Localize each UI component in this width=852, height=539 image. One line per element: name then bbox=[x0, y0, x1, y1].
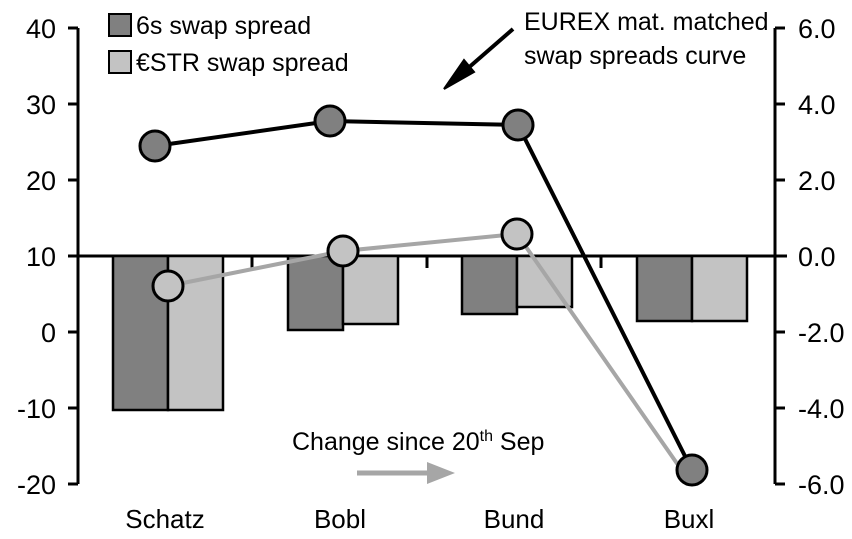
cat-label-buxl: Buxl bbox=[664, 504, 715, 534]
right-axis-label-4: 4.0 bbox=[798, 90, 836, 120]
legend-item-6s[interactable]: 6s swap spread bbox=[108, 12, 311, 40]
right-axis: 6.0 4.0 2.0 0.0 -2.0 -4.0 -6.0 bbox=[773, 14, 845, 500]
left-axis-label-10: 10 bbox=[26, 242, 56, 272]
legend-swatch-6s-icon bbox=[108, 13, 132, 37]
left-axis-label-neg10: -10 bbox=[17, 394, 56, 424]
left-axis-label-neg20: -20 bbox=[17, 470, 56, 500]
right-axis-label-0: 0.0 bbox=[798, 242, 836, 272]
change-since-text-before: Change since 20 bbox=[292, 428, 480, 456]
legend-item-estr[interactable]: €STR swap spread bbox=[108, 49, 349, 77]
marker-eurex-buxl[interactable] bbox=[675, 453, 709, 487]
bar-estr-buxl[interactable] bbox=[690, 254, 749, 323]
eurex-callout-arrow-icon bbox=[443, 27, 515, 90]
change-since-text: Change since 20th Sep bbox=[292, 428, 544, 456]
legend-label-estr: €STR swap spread bbox=[136, 49, 349, 77]
eurex-curve-line[interactable] bbox=[154, 118, 694, 471]
right-axis-label-2: 2.0 bbox=[798, 166, 836, 196]
left-axis: 40 30 20 10 0 -10 -20 bbox=[17, 14, 80, 500]
left-axis-label-40: 40 bbox=[26, 14, 56, 44]
bar-6s-bobl[interactable] bbox=[286, 254, 345, 332]
right-axis-label-neg4: -4.0 bbox=[798, 394, 845, 424]
bar-6s-bund[interactable] bbox=[460, 254, 519, 316]
cat-label-schatz: Schatz bbox=[125, 504, 205, 534]
bar-estr-bobl[interactable] bbox=[341, 254, 400, 326]
eurex-curve-markers bbox=[138, 104, 709, 487]
bar-group-bobl bbox=[286, 254, 400, 332]
marker-change-bund[interactable] bbox=[500, 217, 534, 251]
category-labels: Schatz Bobl Bund Buxl bbox=[125, 504, 714, 534]
left-axis-label-20: 20 bbox=[26, 166, 56, 196]
legend-swatch-estr-icon bbox=[108, 50, 132, 74]
cat-label-bund: Bund bbox=[484, 504, 545, 534]
change-since-superscript: th bbox=[480, 428, 493, 445]
marker-eurex-schatz[interactable] bbox=[138, 129, 172, 163]
eurex-callout-annotation: EUREX mat. matched swap spreads curve bbox=[443, 8, 769, 90]
bar-group-bund bbox=[460, 254, 574, 316]
legend-label-6s: 6s swap spread bbox=[136, 12, 311, 40]
right-axis-label-neg6: -6.0 bbox=[798, 470, 845, 500]
cat-label-bobl: Bobl bbox=[314, 504, 366, 534]
legend: 6s swap spread €STR swap spread bbox=[108, 12, 349, 77]
change-since-line[interactable] bbox=[167, 231, 694, 487]
marker-change-bobl[interactable] bbox=[326, 234, 360, 268]
change-since-markers bbox=[151, 217, 534, 303]
marker-eurex-bund[interactable] bbox=[501, 108, 535, 142]
marker-eurex-bobl[interactable] bbox=[313, 104, 347, 138]
bar-6s-buxl[interactable] bbox=[635, 254, 694, 323]
category-ticks bbox=[250, 256, 603, 268]
change-since-arrow-icon bbox=[357, 462, 455, 484]
marker-change-schatz[interactable] bbox=[151, 269, 185, 303]
right-axis-label-neg2: -2.0 bbox=[798, 318, 845, 348]
change-since-text-after: Sep bbox=[493, 428, 544, 456]
right-axis-label-6: 6.0 bbox=[798, 14, 836, 44]
left-axis-label-30: 30 bbox=[26, 90, 56, 120]
bar-6s-schatz[interactable] bbox=[111, 254, 170, 412]
eurex-callout-line2: swap spreads curve bbox=[524, 42, 746, 70]
bar-group-buxl bbox=[635, 254, 749, 323]
left-axis-label-0: 0 bbox=[41, 318, 56, 348]
eurex-callout-line1: EUREX mat. matched bbox=[524, 8, 769, 36]
change-since-annotation: Change since 20th Sep bbox=[292, 428, 544, 484]
